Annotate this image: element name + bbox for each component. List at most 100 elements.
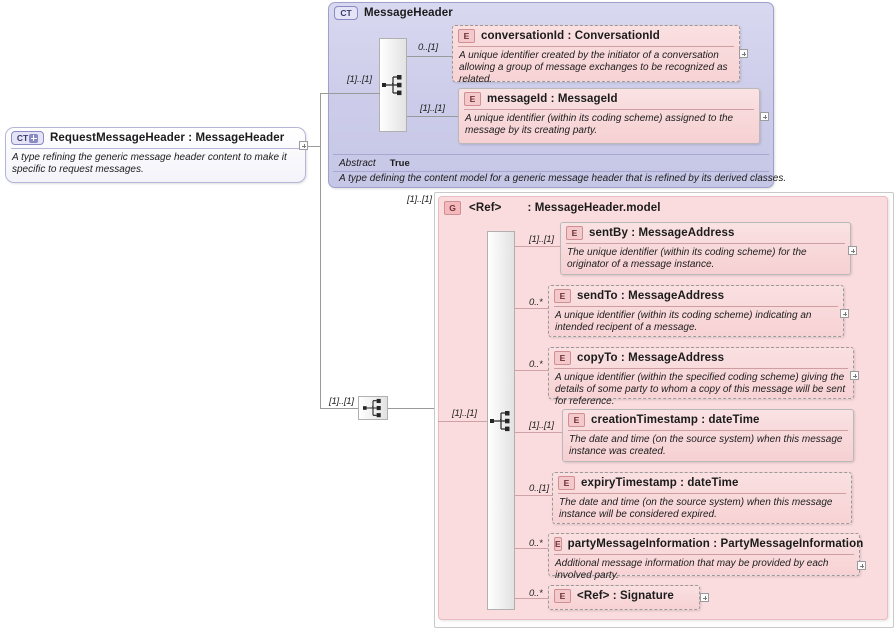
divider xyxy=(558,493,846,494)
element-signature-ref[interactable]: E <Ref> : Signature xyxy=(548,585,700,610)
divider xyxy=(566,243,845,244)
expand-signature-button[interactable] xyxy=(700,593,709,602)
expand-copyto-button[interactable] xyxy=(850,371,859,380)
sequence-compositor-icon xyxy=(382,74,403,96)
model-group-title: : MessageHeader.model xyxy=(527,202,661,214)
expand-messageid-button[interactable] xyxy=(760,112,769,121)
divider xyxy=(554,368,848,369)
complextype-icon: CT xyxy=(334,6,358,20)
occurrence-messageheader: [1]..[1] xyxy=(347,74,372,85)
connector-line xyxy=(407,116,459,117)
divider xyxy=(554,554,854,555)
connector-line xyxy=(515,370,548,371)
connector-line xyxy=(320,408,358,409)
connector-line xyxy=(320,93,380,94)
complextype-derived-icon: CT xyxy=(11,131,44,145)
sentby-title: sentBy : MessageAddress xyxy=(589,227,735,239)
requestmessageheader-doc: A type refining the generic message head… xyxy=(12,152,287,175)
expand-partymessageinformation-button[interactable] xyxy=(857,561,866,570)
connector-line xyxy=(320,93,321,409)
element-icon: E xyxy=(558,476,575,490)
abstract-label: Abstract xyxy=(339,157,376,169)
sequence-compositor-icon xyxy=(490,410,511,432)
conversationid-title: conversationId : ConversationId xyxy=(481,30,660,42)
occurrence-model-inner: [1]..[1] xyxy=(452,408,477,419)
sendto-title: sendTo : MessageAddress xyxy=(577,290,725,302)
expirytimestamp-doc: The date and time (on the source system)… xyxy=(559,497,833,520)
creationtimestamp-header: E creationTimestamp : dateTime xyxy=(563,410,853,430)
complextype-requestmessageheader[interactable]: CT RequestMessageHeader : MessageHeader … xyxy=(5,127,306,183)
occurrence-root-sequence: [1]..[1] xyxy=(329,396,354,407)
copyto-header: E copyTo : MessageAddress xyxy=(549,348,853,368)
requestmessageheader-title: RequestMessageHeader : MessageHeader xyxy=(50,132,285,144)
messageid-doc: A unique identifier (within its coding s… xyxy=(465,113,734,136)
creationtimestamp-title: creationTimestamp : dateTime xyxy=(591,414,760,426)
connector-line xyxy=(515,308,548,309)
sentby-doc: The unique identifier (within its coding… xyxy=(567,247,807,270)
connector-line xyxy=(306,146,320,147)
connector-line xyxy=(407,56,453,57)
element-sendto[interactable]: E sendTo : MessageAddress A unique ident… xyxy=(548,285,844,337)
partymessageinformation-doc: Additional message information that may … xyxy=(555,558,829,581)
group-icon: G xyxy=(444,201,461,215)
occurrence-model-group: [1]..[1] xyxy=(407,194,432,205)
connector-line xyxy=(515,598,548,599)
divider xyxy=(333,154,769,155)
element-icon: E xyxy=(464,92,481,106)
element-copyto[interactable]: E copyTo : MessageAddress A unique ident… xyxy=(548,347,854,407)
element-icon: E xyxy=(458,29,475,43)
element-conversationid[interactable]: E conversationId : ConversationId A uniq… xyxy=(452,25,740,85)
occurrence-creationtimestamp: [1]..[1] xyxy=(529,420,554,431)
divider xyxy=(464,109,754,110)
conversationid-doc: A unique identifier created by the initi… xyxy=(459,50,728,85)
expirytimestamp-header: E expiryTimestamp : dateTime xyxy=(553,473,851,493)
expand-requestmessageheader-button[interactable] xyxy=(299,141,308,150)
conversationid-header: E conversationId : ConversationId xyxy=(453,26,739,46)
connector-line xyxy=(515,495,552,496)
occurrence-sentby: [1]..[1] xyxy=(529,234,554,245)
occurrence-signature: 0..* xyxy=(529,588,543,599)
sendto-header: E sendTo : MessageAddress xyxy=(549,286,843,306)
sendto-doc: A unique identifier (within its coding s… xyxy=(555,310,812,333)
creationtimestamp-doc: The date and time (on the source system)… xyxy=(569,434,843,457)
expirytimestamp-title: expiryTimestamp : dateTime xyxy=(581,477,739,489)
messageid-title: messageId : MessageId xyxy=(487,93,618,105)
occurrence-conversationid: 0..[1] xyxy=(418,42,438,53)
occurrence-expirytimestamp: 0..[1] xyxy=(529,483,549,494)
occurrence-copyto: 0..* xyxy=(529,359,543,370)
connector-line xyxy=(515,548,548,549)
signature-title: <Ref> : Signature xyxy=(577,590,674,602)
occurrence-messageid: [1]..[1] xyxy=(420,103,445,114)
copyto-title: copyTo : MessageAddress xyxy=(577,352,725,364)
copyto-doc: A unique identifier (within the specifie… xyxy=(555,372,846,407)
connector-line xyxy=(515,246,565,247)
element-icon: E xyxy=(568,413,585,427)
element-partymessageinformation[interactable]: E partyMessageInformation : PartyMessage… xyxy=(548,533,863,581)
sequence-compositor-icon xyxy=(363,398,382,418)
model-group-header: G <Ref> : MessageHeader.model xyxy=(439,197,887,217)
element-expirytimestamp[interactable]: E expiryTimestamp : dateTime The date an… xyxy=(552,472,852,524)
partymessageinformation-header: E partyMessageInformation : PartyMessage… xyxy=(549,534,863,554)
expand-sendto-button[interactable] xyxy=(840,309,849,318)
element-icon: E xyxy=(554,537,562,551)
messageheader-header: CT MessageHeader xyxy=(329,3,773,23)
element-icon: E xyxy=(554,289,571,303)
element-messageid[interactable]: E messageId : MessageId A unique identif… xyxy=(458,88,760,144)
messageheader-doc: A type defining the content model for a … xyxy=(339,173,787,184)
sentby-header: E sentBy : MessageAddress xyxy=(561,223,850,243)
abstract-row: Abstract True xyxy=(333,156,775,170)
element-icon: E xyxy=(554,351,571,365)
connector-line xyxy=(388,408,434,409)
model-group-ref: <Ref> xyxy=(469,202,502,214)
expand-sentby-button[interactable] xyxy=(848,246,857,255)
element-sentby[interactable]: E sentBy : MessageAddress The unique ide… xyxy=(560,222,851,275)
messageid-header: E messageId : MessageId xyxy=(459,89,759,109)
messageheader-title: MessageHeader xyxy=(364,7,453,19)
partymessageinformation-title: partyMessageInformation : PartyMessageIn… xyxy=(567,538,864,550)
element-icon: E xyxy=(566,226,583,240)
divider xyxy=(568,430,848,431)
divider xyxy=(11,148,300,149)
element-creationtimestamp[interactable]: E creationTimestamp : dateTime The date … xyxy=(562,409,854,462)
divider xyxy=(333,171,769,172)
expand-conversationid-button[interactable] xyxy=(739,49,748,58)
